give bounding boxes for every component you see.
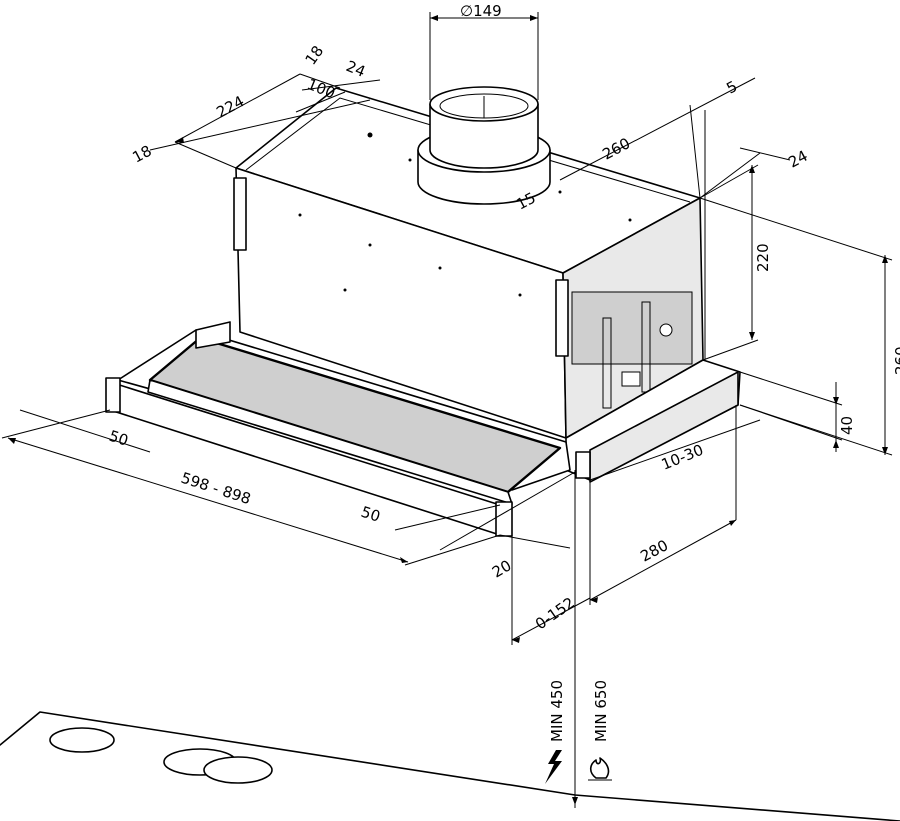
label-d10-30: 10-30 — [659, 441, 706, 474]
hob-edge — [0, 711, 900, 821]
side-connector — [621, 371, 641, 387]
label-d260-top: 260 — [599, 134, 633, 163]
visor-right-handle — [495, 501, 513, 537]
dimension-lines — [1, 12, 893, 808]
visor-left-handle — [105, 377, 121, 413]
duct-collar — [417, 86, 551, 205]
hood-base — [105, 321, 741, 537]
hob — [0, 711, 900, 821]
side-panel — [571, 291, 693, 365]
label-d220: 220 — [754, 243, 772, 272]
label-d50-left: 50 — [107, 427, 131, 450]
label-min650: MIN 650 — [592, 680, 610, 742]
label-min450: MIN 450 — [548, 680, 566, 742]
label-d40: 40 — [838, 416, 856, 435]
hood-dots — [298, 132, 632, 297]
label-d24-right: 24 — [785, 147, 810, 172]
top-rim — [245, 97, 691, 203]
burner-3 — [203, 756, 273, 784]
side-screw — [659, 323, 673, 337]
label-d280: 280 — [637, 536, 671, 565]
label-d260-right: 260 — [892, 346, 900, 375]
flame-icon — [588, 757, 612, 781]
burner-1 — [49, 727, 115, 753]
label-d20: 20 — [489, 556, 515, 581]
side-slot-1 — [602, 317, 612, 409]
label-d24-top: 24 — [344, 57, 368, 81]
left-bracket — [233, 177, 247, 251]
label-d50-bottom: 50 — [359, 503, 383, 526]
visor-rail — [195, 321, 231, 349]
label-d18-left: 18 — [129, 142, 154, 167]
label-duct-diameter: ∅149 — [460, 2, 502, 20]
label-d18-top: 18 — [302, 42, 328, 68]
lightning-icon — [545, 750, 562, 784]
hood-body — [233, 87, 704, 439]
dimension-arrows — [8, 15, 888, 805]
right-bracket — [555, 279, 569, 357]
label-d224: 224 — [213, 92, 247, 121]
label-d0-152: 0-152 — [532, 594, 578, 634]
base-switch — [575, 451, 591, 479]
